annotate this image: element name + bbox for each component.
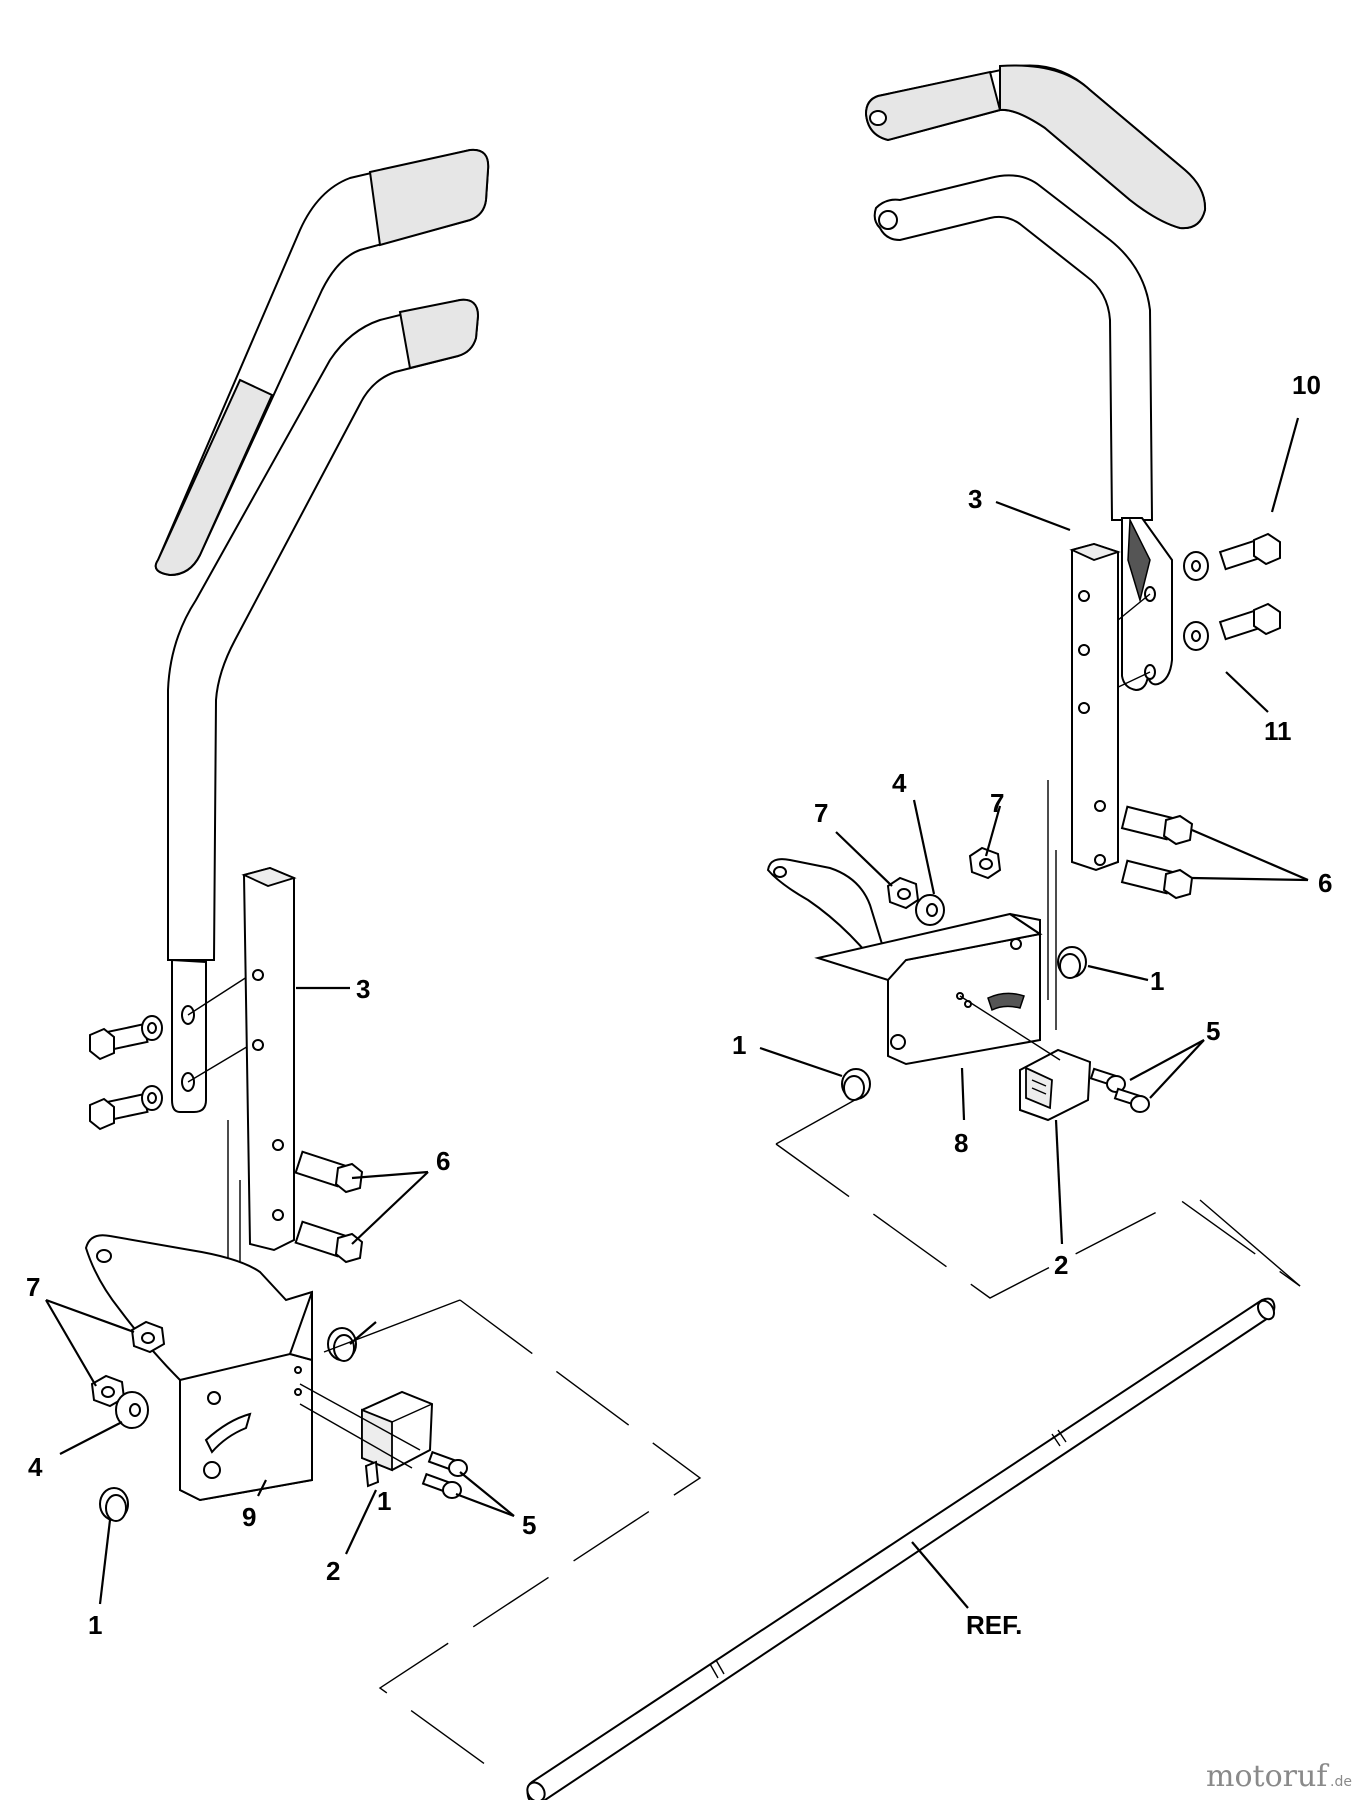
left-part1-bushing-right	[327, 1327, 357, 1362]
right-part6-bolts	[1120, 805, 1194, 900]
leader-lines	[45, 417, 1309, 1609]
watermark-text: motoruf	[1206, 1759, 1329, 1794]
right-assembly	[766, 64, 1281, 1122]
callout-right-1-lower: 1	[732, 1030, 746, 1060]
callout-shaft-ref: REF.	[966, 1610, 1022, 1640]
left-handle-inner	[167, 298, 480, 961]
left-handle-outer-grip	[154, 378, 274, 577]
shaft	[526, 1297, 1276, 1800]
right-part7-nut-left	[886, 876, 920, 910]
left-part4-washer	[115, 1391, 149, 1429]
left-assembly	[84, 148, 490, 1522]
callout-right-2: 2	[1054, 1250, 1068, 1280]
left-mount-bolt-1	[89, 1015, 163, 1061]
right-part7-nut-right	[968, 846, 1002, 880]
left-part5-screws	[421, 1450, 468, 1499]
callout-left-9: 9	[242, 1502, 256, 1532]
callout-right-11: 11	[1264, 716, 1292, 746]
callout-right-6: 6	[1318, 868, 1332, 898]
left-part1-bushing-lower	[99, 1487, 129, 1522]
callout-right-8: 8	[954, 1128, 968, 1158]
callout-right-7-left: 7	[814, 798, 828, 828]
callout-left-7: 7	[26, 1272, 40, 1302]
right-part10-bolts	[1183, 532, 1281, 651]
callout-right-7-right: 7	[990, 788, 1004, 818]
callout-labels: 1 1 2 3 4 5 6 7 9 1 1 2 3 4 5 6 7 7 8 10…	[26, 370, 1332, 1640]
callout-right-5: 5	[1206, 1016, 1220, 1046]
left-part2-block	[361, 1390, 434, 1488]
right-handle-outer-grip-corner	[999, 64, 1207, 230]
callout-right-10: 10	[1292, 370, 1321, 400]
callout-right-4: 4	[892, 768, 907, 798]
callout-left-3: 3	[356, 974, 370, 1004]
right-part4-washer	[915, 894, 945, 926]
watermark: motoruf .de	[1206, 1759, 1352, 1794]
left-handle-mount-plate	[171, 958, 207, 1113]
right-handle-outer-grip	[864, 70, 1002, 142]
callout-left-1-upper: 1	[377, 1486, 391, 1516]
right-part1-bushing-lower	[841, 1068, 871, 1101]
shaft-body	[526, 1297, 1276, 1800]
callout-left-2: 2	[326, 1556, 340, 1586]
alignment-lines	[323, 1095, 1301, 1776]
watermark-suffix: .de	[1330, 1774, 1352, 1790]
right-handle-inner	[873, 174, 1154, 521]
callout-right-1-upper: 1	[1150, 966, 1164, 996]
callout-left-6: 6	[436, 1146, 450, 1176]
callout-right-3: 3	[968, 484, 982, 514]
right-part5-screws	[1089, 1067, 1150, 1113]
left-handle-inner-grip	[398, 298, 480, 370]
left-mount-bolt-2	[89, 1085, 163, 1131]
callout-left-4: 4	[28, 1452, 43, 1482]
left-handle-outer-grip-top	[368, 148, 490, 247]
callout-left-1-lower: 1	[88, 1610, 102, 1640]
callout-left-5: 5	[522, 1510, 536, 1540]
left-part6-bolts	[294, 1150, 364, 1264]
right-part1-bushing-upper	[1057, 946, 1087, 979]
left-part3-bar	[242, 866, 295, 1252]
right-part2-block	[1019, 1048, 1092, 1122]
